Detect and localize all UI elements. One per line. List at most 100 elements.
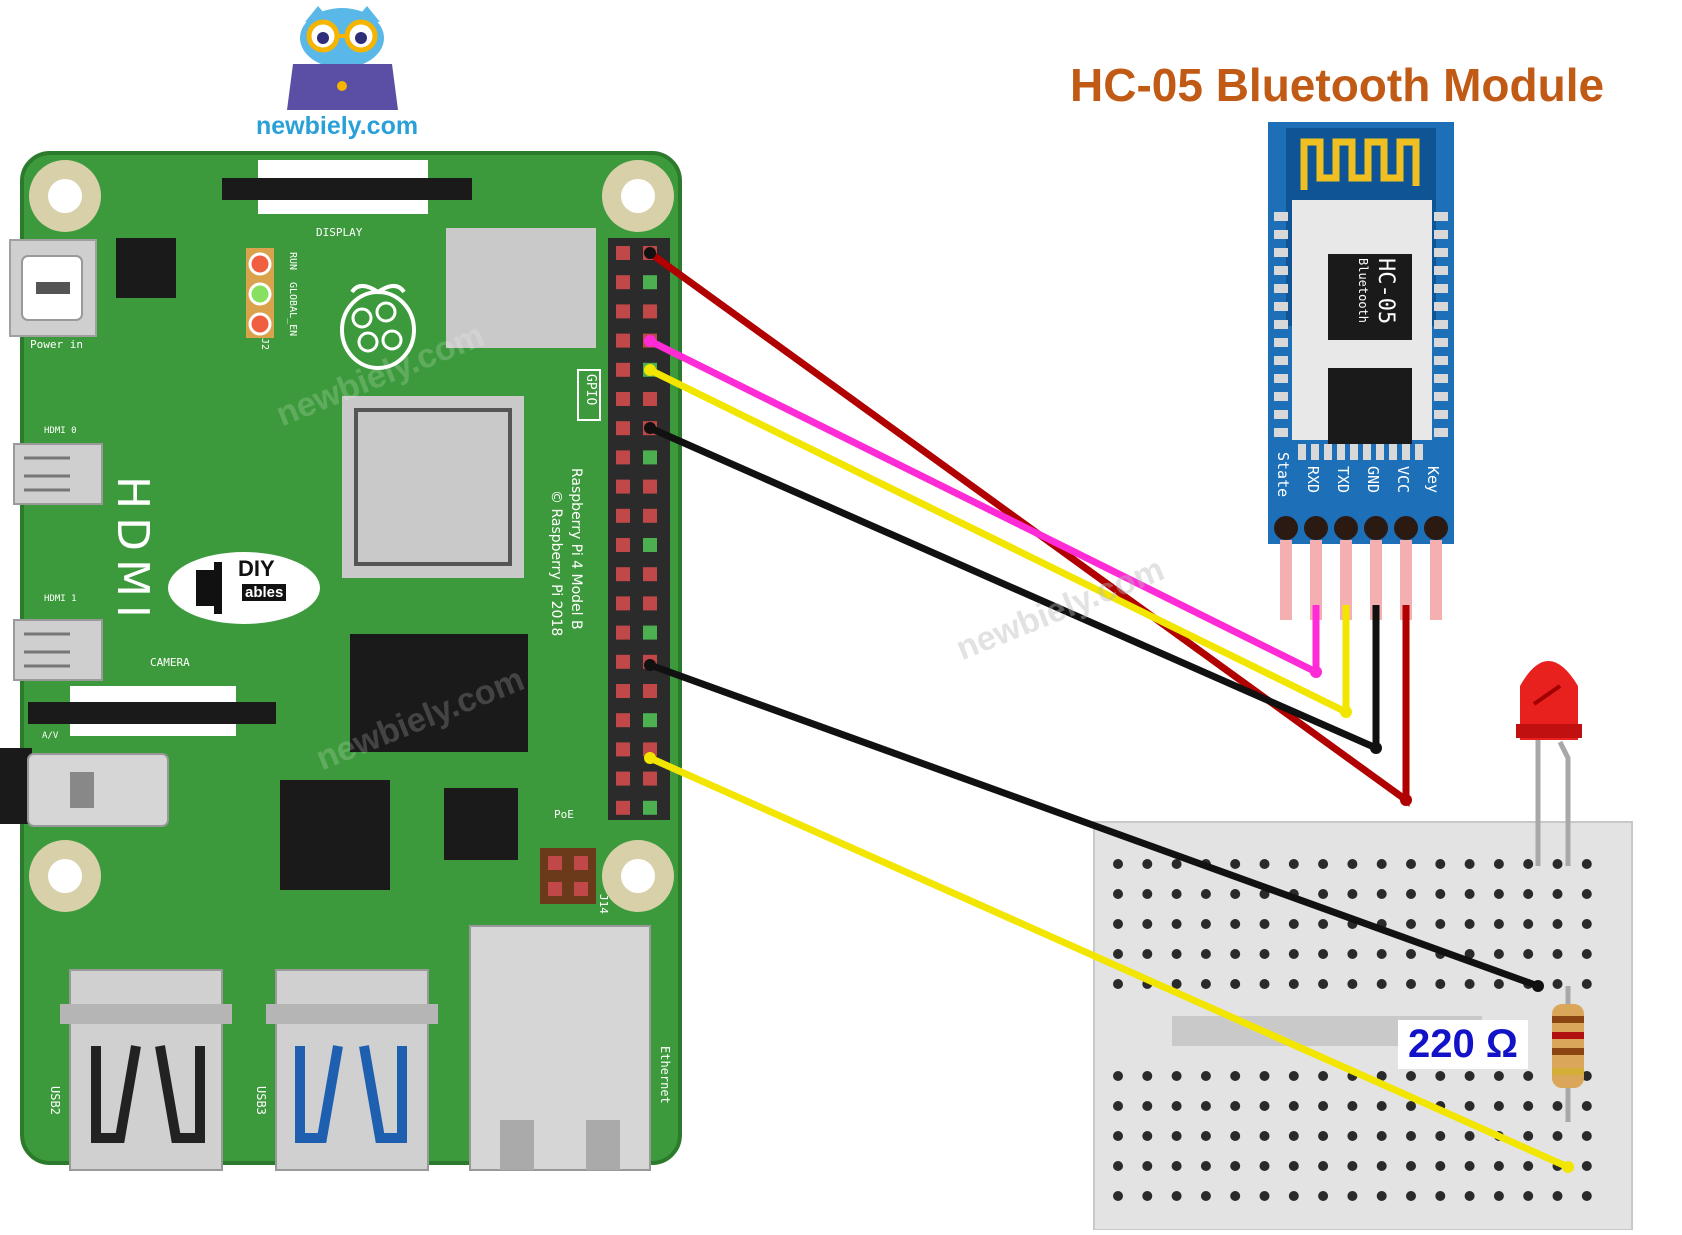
breadboard-hole [1523,889,1534,899]
module-pin [1430,540,1442,620]
breadboard-hole [1142,1071,1153,1081]
breadboard-hole [1171,979,1182,989]
module-pad [1274,410,1288,419]
breadboard-hole [1318,979,1329,989]
gpio-pin [616,333,630,348]
module-pad [1274,212,1288,221]
breadboard-hole [1113,1101,1123,1111]
usb2-ports [60,969,232,1171]
breadboard-hole [1406,949,1416,959]
gpio-pin [616,275,630,290]
breadboard-hole [1493,979,1504,989]
breadboard-hole [1406,1071,1416,1081]
breadboard-hole [1523,949,1534,959]
poe-label: PoE [554,808,574,821]
gpio-pin [643,625,657,640]
breadboard-hole [1493,889,1504,899]
breadboard-hole [1142,859,1153,869]
hdmi0-label: HDMI 0 [44,426,77,436]
module-pad [1434,284,1448,293]
resistor-component [1552,986,1584,1122]
module-pad [1324,444,1332,460]
hdmi1-label: HDMI 1 [44,594,77,604]
breadboard-hole [1113,1071,1123,1081]
module-pad [1350,444,1358,460]
module-pad [1402,444,1410,460]
module-pad [1434,320,1448,329]
gpio-pin [616,596,630,611]
breadboard-hole [1113,859,1123,869]
breadboard-hole [1406,919,1416,929]
gpio-pin [616,742,630,757]
breadboard-hole [1376,1191,1387,1201]
breadboard-hole [1493,949,1504,959]
breadboard-hole [1259,949,1270,959]
breadboard-hole [1230,1101,1241,1111]
raspberry-pi-board [0,151,682,1171]
breadboard-hole [1347,979,1358,989]
processor-chip [342,396,524,578]
breadboard-hole [1171,889,1182,899]
module-pad [1434,410,1448,419]
module-pad [1274,230,1288,239]
module-pad [1274,392,1288,401]
module-pad [1274,284,1288,293]
module-pad [1434,338,1448,347]
breadboard-hole [1318,919,1329,929]
breadboard-hole [1259,1191,1270,1201]
breadboard-hole [1171,1131,1182,1141]
pin-label-gnd: GND [1364,466,1382,494]
breadboard-hole [1259,859,1270,869]
module-pin-socket [1424,516,1448,540]
module-pad [1434,248,1448,257]
breadboard-hole [1171,1071,1182,1081]
gpio-pin [616,246,630,260]
breadboard-hole [1113,949,1123,959]
resistor-body-icon [1552,1004,1584,1088]
breadboard-hole [1288,1101,1299,1111]
breadboard-hole [1347,1131,1358,1141]
breadboard-hole [1376,859,1387,869]
usb3-label: USB3 [254,1086,268,1115]
breadboard-hole [1230,949,1241,959]
gpio-pin [616,508,630,523]
bluetooth-chip [1328,254,1412,340]
module-pad [1434,356,1448,365]
breadboard-hole [1318,859,1329,869]
ethernet-port [469,925,651,1171]
ethernet-label: Ethernet [658,1046,672,1104]
breadboard-hole [1552,979,1563,989]
breadboard-hole [1406,1101,1416,1111]
breadboard-hole [1230,859,1241,869]
breadboard-hole [1406,1131,1416,1141]
breadboard-hole [1493,1101,1504,1111]
pin-label-vcc: VCC [1394,466,1412,494]
breadboard-hole [1288,979,1299,989]
breadboard-hole [1435,889,1446,899]
breadboard-hole [1142,1131,1153,1141]
breadboard-hole [1581,919,1592,929]
breadboard-hole [1171,1191,1182,1201]
breadboard-hole [1376,979,1387,989]
breadboard-hole [1435,859,1446,869]
breadboard-hole [1347,889,1358,899]
hdmi-label: HDMI [107,476,158,626]
breadboard-hole [1200,979,1211,989]
breadboard-hole [1347,859,1358,869]
breadboard-hole [1171,1161,1182,1171]
av-jack [0,748,169,827]
module-pin-socket [1304,516,1328,540]
led-red-icon [1520,661,1578,740]
breadboard-hole [1523,1071,1534,1081]
breadboard-hole [1464,919,1475,929]
breadboard-hole [1259,1101,1270,1111]
chip-sub: Bluetooth [1356,258,1370,324]
breadboard-hole [1113,1161,1123,1171]
breadboard-hole [1113,889,1123,899]
wifi-shield [446,228,596,348]
module-pad [1434,266,1448,275]
ethernet-chip [444,788,518,860]
gpio-pin [643,508,657,523]
breadboard-hole [1142,919,1153,929]
